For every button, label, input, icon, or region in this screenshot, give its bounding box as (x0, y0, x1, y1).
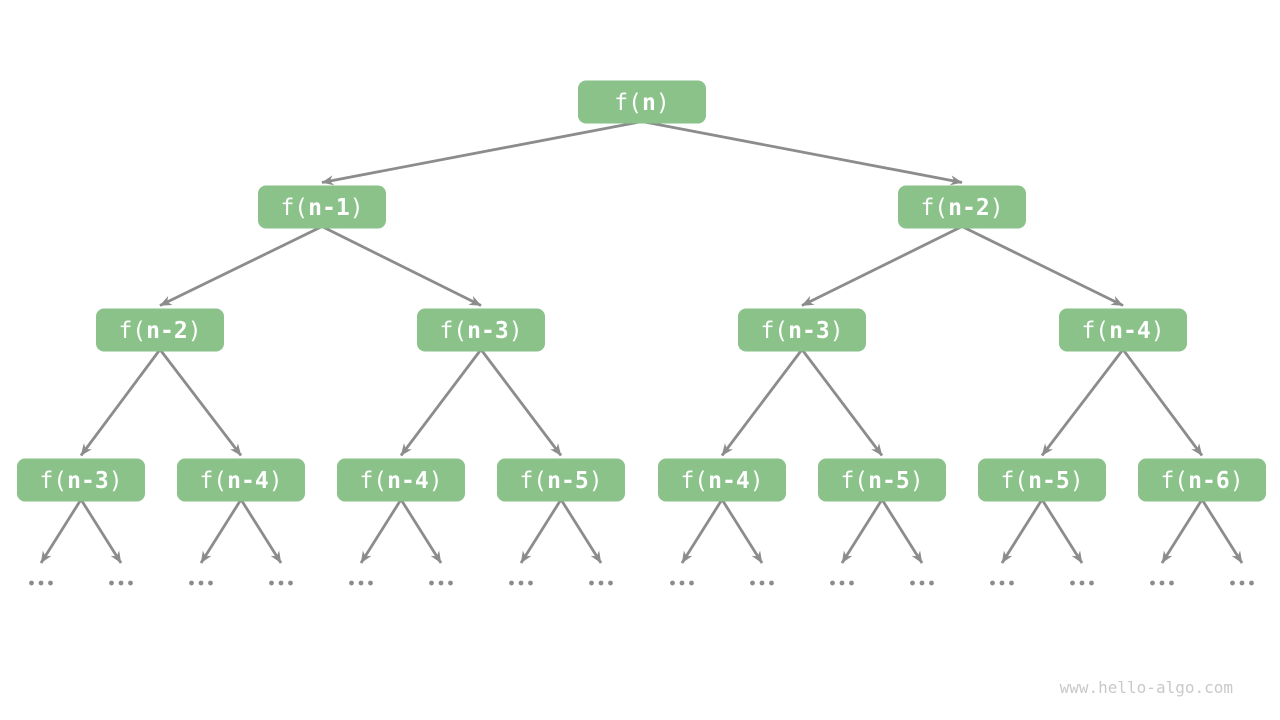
tree-edge (559, 498, 603, 564)
tree-edge (720, 498, 764, 564)
tree-node: f(n-3) (17, 458, 145, 502)
tree-node-box (17, 458, 145, 502)
watermark: www.hello-algo.com (1059, 678, 1233, 697)
tree-node: f(n-4) (337, 458, 465, 502)
tree-edge (199, 498, 243, 564)
tree-node: f(n-6) (1138, 458, 1266, 502)
tree-node: f(n) (578, 80, 706, 124)
tree-node-label: f(n-5) (1000, 468, 1083, 494)
tree-node: f(n-1) (258, 185, 386, 229)
tree-node-box (658, 458, 786, 502)
tree-node: f(n-4) (1059, 308, 1187, 352)
tree-node: f(n-4) (177, 458, 305, 502)
tree-node-box (417, 308, 545, 352)
tree-node-box (1138, 458, 1266, 502)
tree-node: f(n-5) (818, 458, 946, 502)
tree-edge (680, 498, 724, 564)
tree-node-label: f(n-4) (199, 468, 282, 494)
tree-node: f(n-5) (497, 458, 625, 502)
ellipsis-leaf (830, 580, 854, 586)
tree-node-box (898, 185, 1026, 229)
tree-node-label: f(n-4) (1081, 318, 1164, 344)
tree-edge (359, 498, 403, 564)
tree-node-label: f(n-5) (519, 468, 602, 494)
ellipsis-leaf (349, 580, 373, 586)
tree-edge (519, 498, 563, 564)
tree-node: f(n-2) (898, 185, 1026, 229)
tree-edge (641, 120, 963, 186)
tree-edge (479, 348, 563, 457)
ellipsis-leaf (509, 580, 533, 586)
tree-node-box (497, 458, 625, 502)
tree-edge (1160, 498, 1204, 564)
tree-node: f(n-2) (96, 308, 224, 352)
tree-edge (720, 348, 804, 457)
ellipsis-leaf (109, 580, 133, 586)
tree-node: f(n-5) (978, 458, 1106, 502)
tree-node-label: f(n-2) (920, 195, 1003, 221)
tree-node-label: f(n-3) (39, 468, 122, 494)
tree-node-label: f(n-6) (1160, 468, 1243, 494)
ellipsis-leaf (29, 580, 53, 586)
tree-node-box (738, 308, 866, 352)
tree-edge (79, 498, 123, 564)
tree-node-label: f(n-1) (280, 195, 363, 221)
ellipsis-leaf (910, 580, 934, 586)
tree-node-label: f(n-2) (118, 318, 201, 344)
tree-node-label: f(n-3) (760, 318, 843, 344)
tree-node-box (818, 458, 946, 502)
tree-edge (1121, 348, 1204, 457)
tree-edge (39, 498, 83, 564)
ellipsis-leaf (1230, 580, 1254, 586)
tree-edge (801, 225, 963, 307)
ellipsis-leaf (269, 580, 293, 586)
tree-node-label: f(n-3) (439, 318, 522, 344)
ellipsis-leaf (750, 580, 774, 586)
tree-node-label: f(n-4) (680, 468, 763, 494)
ellipsis-leaf (189, 580, 213, 586)
ellipsis-leaf (589, 580, 613, 586)
ellipsis-leaf (429, 580, 453, 586)
tree-edge (840, 498, 884, 564)
tree-node-label: f(n-4) (359, 468, 442, 494)
tree-node-label: f(n-5) (840, 468, 923, 494)
ellipsis-leaf (990, 580, 1014, 586)
tree-edge (1040, 348, 1125, 457)
tree-node: f(n-3) (417, 308, 545, 352)
tree-edge (880, 498, 924, 564)
tree-edge (321, 120, 643, 186)
tree-node-box (1059, 308, 1187, 352)
tree-node-box (337, 458, 465, 502)
tree-edge (1000, 498, 1044, 564)
tree-edge (1040, 498, 1084, 564)
tree-node-box (578, 80, 706, 124)
tree-edge (800, 348, 884, 457)
tree-edge (79, 348, 162, 457)
tree-node-box (96, 308, 224, 352)
ellipsis-leaf (1070, 580, 1094, 586)
tree-node-box (978, 458, 1106, 502)
tree-edge (399, 498, 443, 564)
tree-edge (321, 225, 482, 307)
tree-node-box (258, 185, 386, 229)
tree-edge (1200, 498, 1244, 564)
ellipsis-leaf (1150, 580, 1174, 586)
tree-edge (961, 225, 1124, 307)
tree-edge (239, 498, 283, 564)
tree-edge (158, 348, 243, 457)
tree-node-label: f(n) (614, 90, 669, 116)
tree-edge (159, 225, 323, 307)
tree-node: f(n-4) (658, 458, 786, 502)
tree-node-box (177, 458, 305, 502)
tree-node: f(n-3) (738, 308, 866, 352)
ellipsis-leaf (670, 580, 694, 586)
tree-edge (399, 348, 483, 457)
